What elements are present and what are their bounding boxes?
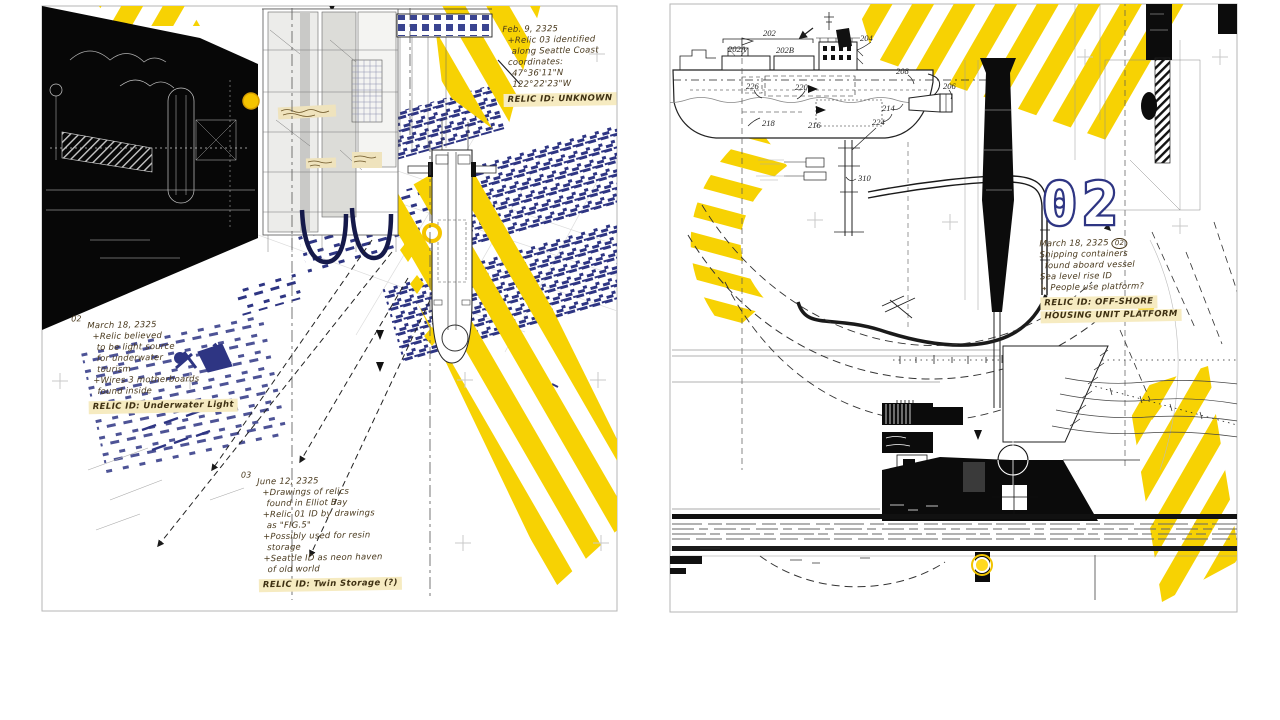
ref-label: 220 — [795, 82, 809, 92]
note-line: of old world — [267, 564, 321, 576]
hull-trapezoid-sketch — [881, 295, 1237, 443]
patent-ref-labels: 202 202A 202B 204 206 208 214 216 218 22… — [728, 28, 957, 183]
ref-label: 214 — [882, 103, 896, 113]
yellow-light-dot — [242, 92, 260, 110]
ref-label: 202B — [776, 45, 794, 55]
black-tower — [980, 58, 1016, 408]
barge-silhouette — [882, 400, 1140, 521]
note-leader-line — [497, 59, 521, 85]
patent-barge-drawing — [670, 12, 995, 139]
relic-id-tag-line2: HOUSING UNIT PLATFORM — [1040, 309, 1182, 324]
construction-lines-right — [672, 4, 1201, 470]
waterline-band — [670, 508, 1237, 600]
ref-label: 226 — [746, 81, 760, 91]
note-index: 02 — [71, 314, 82, 324]
checker-strip — [396, 13, 493, 38]
note-line: found inside — [97, 386, 153, 398]
note-underwater-light: 02 March 18, 2325 +Relic believed to be … — [71, 314, 239, 415]
big-index-number: 02 — [1042, 170, 1124, 238]
ref-label: 224 — [872, 117, 886, 127]
note-line: 122°22'23"W — [512, 79, 572, 91]
yellow-highlight-ring — [422, 223, 442, 243]
registration-crosses-right — [807, 49, 1228, 234]
ref-label: 310 — [857, 173, 872, 183]
circled-index: 02 — [1111, 237, 1128, 250]
relic-id-tag: RELIC ID: Underwater Light — [88, 398, 239, 415]
ref-label: 216 — [808, 120, 822, 130]
ref-label: 218 — [762, 118, 776, 128]
yellow-highlight-dot — [974, 557, 990, 573]
ref-label: 202 — [763, 28, 777, 38]
note-twin-storage: 03 June 12, 2325 +Drawings of relics fou… — [241, 470, 409, 593]
note-relic-unknown: Feb. 9, 2325 +Relic 03 identified along … — [502, 23, 625, 108]
note-index: 03 — [240, 470, 252, 480]
ref-label: 206 — [943, 81, 957, 91]
ref-label: 202A — [728, 44, 747, 54]
capsule-relic-drawing — [407, 118, 497, 364]
pile-assembly — [1129, 4, 1237, 211]
centerlines — [291, 8, 431, 600]
relic-id-tag: RELIC ID: Twin Storage (?) — [258, 577, 402, 593]
relic-id-tag: RELIC ID: UNKNOWN — [503, 92, 617, 108]
registration-crosses-left — [52, 46, 609, 551]
architecture-section-drawing — [262, 6, 492, 252]
black-hull-drawing — [42, 6, 260, 330]
mast-310-structure — [756, 127, 877, 236]
hook-shapes — [299, 207, 394, 265]
ref-label: 204 — [860, 33, 874, 43]
ref-label: 208 — [896, 66, 910, 76]
pencil-scribbles — [87, 447, 245, 531]
